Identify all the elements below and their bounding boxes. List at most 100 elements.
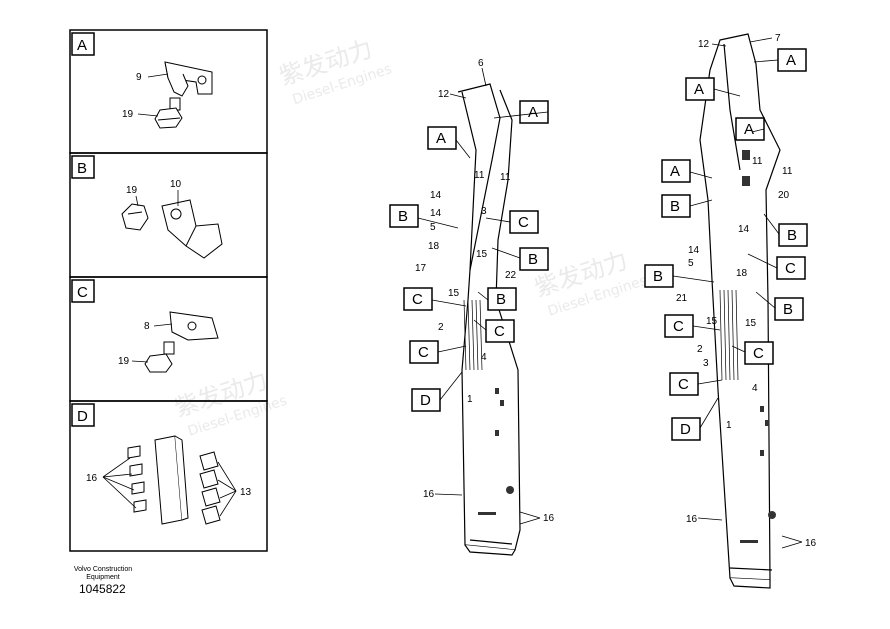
clip-part-icon [161, 199, 223, 259]
part-label: 14 [430, 208, 442, 219]
boom-left-leaders [417, 67, 549, 525]
part-label: 19 [118, 356, 130, 367]
callout-box: C [664, 314, 694, 338]
part-label: 18 [736, 268, 748, 279]
part-label: 19 [122, 109, 134, 120]
boom-right-callouts: A A A A B B C B B C C C D [644, 48, 808, 441]
callout-box: D [411, 388, 441, 412]
part-label: 16 [423, 489, 435, 500]
svg-text:A: A [694, 81, 704, 98]
boom-left-callouts: A A B C B C B C C D [389, 100, 549, 412]
part-label: 14 [738, 224, 750, 235]
svg-text:B: B [670, 198, 680, 215]
part-label: 15 [476, 249, 488, 260]
bolt-icon [154, 97, 183, 129]
panel-b: B 19 10 [69, 152, 268, 278]
callout-box: C [669, 372, 699, 396]
part-label: 14 [430, 190, 442, 201]
callout-box: A [777, 48, 807, 72]
part-label: 16 [86, 473, 98, 484]
panel-letter-box [71, 155, 95, 179]
part-label: 5 [430, 222, 436, 233]
callout-box: C [409, 340, 439, 364]
part-number: 1045822 [79, 582, 126, 596]
part-label: 4 [481, 352, 487, 363]
boom-right [699, 33, 781, 589]
part-label: 20 [778, 190, 790, 201]
svg-text:B: B [496, 291, 506, 308]
part-label: 11 [752, 156, 763, 167]
part-label: 1 [467, 394, 473, 405]
svg-text:B: B [398, 208, 408, 225]
part-label: 16 [805, 538, 817, 549]
callout-box: C [509, 210, 539, 234]
part-label: 8 [144, 321, 150, 332]
callout-box: D [671, 417, 701, 441]
svg-text:D: D [680, 421, 691, 438]
boom-left-body [457, 83, 521, 556]
part-label: 16 [543, 513, 555, 524]
part-label: 11 [500, 172, 511, 183]
hose-lines [463, 299, 483, 371]
callout-box: B [644, 264, 674, 288]
part-label: 12 [438, 89, 450, 100]
bolt-icon [144, 341, 175, 373]
svg-text:A: A [670, 163, 680, 180]
clip-part-icon [164, 61, 213, 97]
svg-text:B: B [528, 251, 538, 268]
bolt-icon [121, 203, 149, 231]
boom-holes [478, 388, 514, 515]
part-label: 15 [448, 288, 460, 299]
panel-letter-box [71, 279, 95, 303]
callout-box: B [487, 287, 517, 311]
svg-text:B: B [653, 268, 663, 285]
panel-d: D 16 13 [69, 400, 268, 552]
svg-text:C: C [412, 291, 423, 308]
svg-text:C: C [673, 318, 684, 335]
part-label: 19 [126, 185, 138, 196]
svg-text:C: C [785, 260, 796, 277]
part-label: 11 [474, 170, 485, 181]
part-label: 15 [745, 318, 757, 329]
part-label: 11 [782, 166, 793, 177]
callout-box: A [427, 126, 457, 150]
boom-right-leaders [672, 37, 803, 549]
callout-box: A [661, 159, 691, 183]
boom-left [457, 83, 521, 556]
part-label: 14 [688, 245, 700, 256]
svg-text:A: A [528, 104, 538, 121]
callout-box: C [744, 341, 774, 365]
svg-text:C: C [753, 345, 764, 362]
part-label: 13 [240, 487, 252, 498]
part-label: 2 [438, 322, 444, 333]
part-label: 3 [481, 206, 487, 217]
svg-text:A: A [786, 52, 796, 69]
panel-letter: C [77, 284, 88, 301]
part-label: 7 [775, 33, 781, 44]
panel-letter: B [77, 160, 87, 177]
part-label: 6 [478, 58, 484, 69]
panel-letter: A [77, 37, 87, 54]
part-label: 22 [505, 270, 517, 281]
callout-box: C [403, 287, 433, 311]
hose-lines [719, 289, 739, 381]
svg-text:C: C [518, 214, 529, 231]
callout-box: B [774, 297, 804, 321]
svg-text:A: A [436, 130, 446, 147]
callout-box: C [776, 256, 806, 280]
clamp-plate-icon [169, 311, 219, 341]
svg-text:C: C [494, 323, 505, 340]
boom-holes [740, 150, 776, 543]
part-label: 18 [428, 241, 440, 252]
callout-box: B [389, 204, 419, 228]
part-label: 10 [170, 179, 182, 190]
boom-right-body [699, 33, 781, 589]
svg-text:C: C [678, 376, 689, 393]
part-label: 15 [706, 316, 718, 327]
svg-text:C: C [418, 344, 429, 361]
boom-left-numbers: 6 12 11 11 14 14 3 5 18 15 22 17 15 2 4 … [415, 58, 555, 524]
panel-a: A 9 19 [69, 29, 268, 154]
part-label: 21 [676, 293, 688, 304]
boom-right-numbers: 12 7 11 11 20 14 14 5 18 21 15 15 2 3 4 … [676, 33, 817, 549]
